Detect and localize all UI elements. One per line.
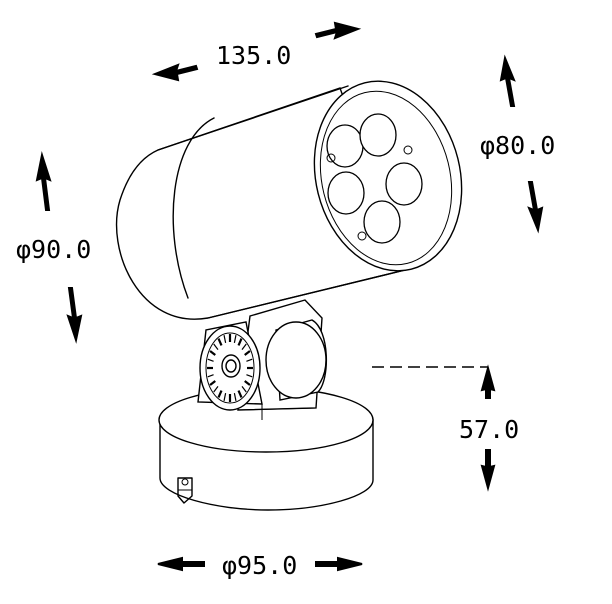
adjustment-dial (199, 325, 261, 411)
dial-tick (246, 374, 253, 378)
dial-tick (241, 386, 247, 393)
length-label: 135.0 (216, 41, 291, 70)
front-face (313, 80, 463, 272)
dial-tick (237, 338, 243, 346)
face-screws (326, 145, 413, 241)
dial-tick (241, 343, 247, 350)
dial-tick (207, 374, 214, 378)
dial-tick (246, 358, 253, 362)
dial-tick (209, 350, 216, 356)
base-height-label: 57.0 (459, 415, 519, 444)
dial-tick (223, 392, 227, 401)
dial-tick (213, 343, 219, 350)
dial-tick (244, 350, 251, 356)
dial-tick (213, 386, 219, 393)
dial-tick (233, 392, 237, 401)
body-diameter-label: φ90.0 (16, 235, 91, 264)
dial-tick (209, 380, 216, 386)
led-lenses (326, 113, 423, 244)
base-diameter-label: φ95.0 (222, 551, 297, 580)
dial-tick (237, 390, 243, 398)
bracket (197, 299, 327, 420)
lens-diameter-label: φ80.0 (480, 131, 555, 160)
dial-tick (207, 358, 214, 362)
dial-tick (217, 338, 223, 346)
dial-tick (217, 390, 223, 398)
base-screw (177, 477, 193, 504)
dial-tick (244, 380, 251, 386)
dial-tick (223, 335, 227, 344)
dial-tick (233, 335, 237, 344)
dimension-arrows (35, 21, 544, 572)
